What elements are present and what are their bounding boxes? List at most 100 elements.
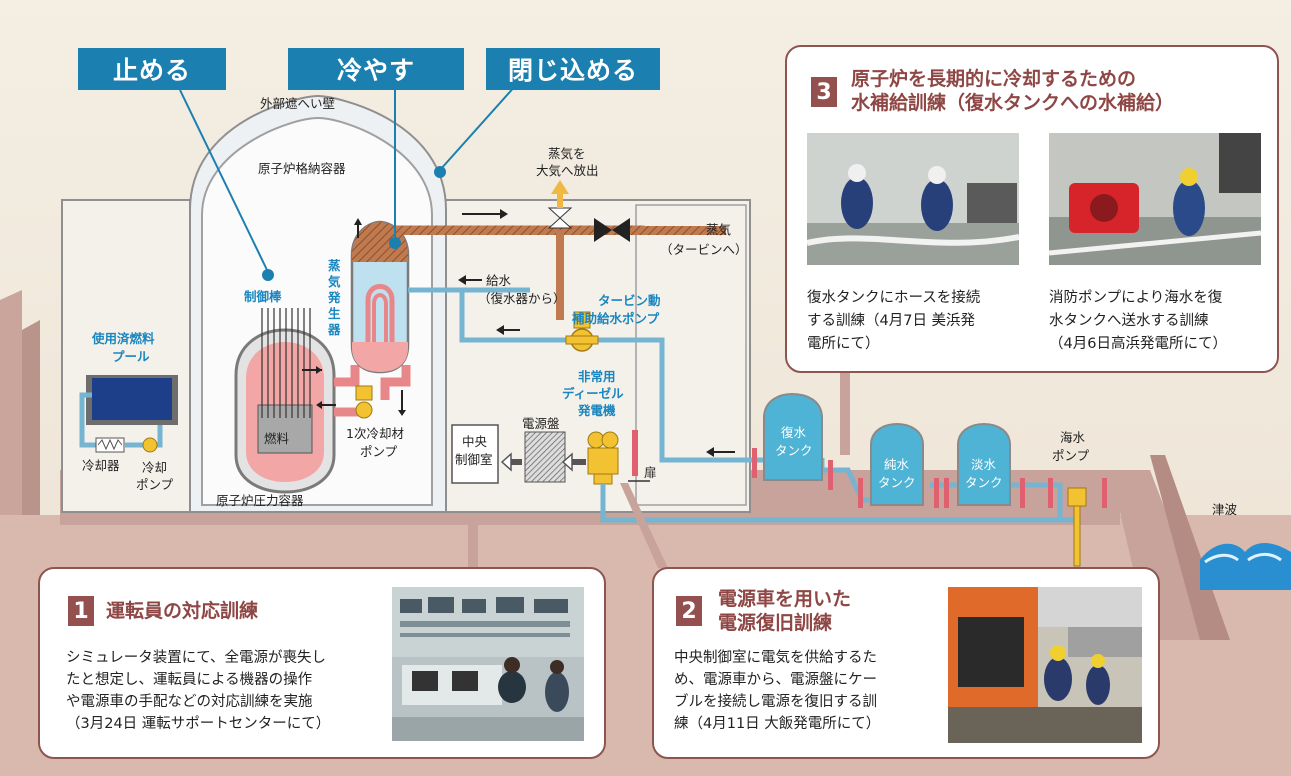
card3-caption-left-3: 電所にて） (807, 336, 880, 352)
label-sg-3: 発 (327, 290, 341, 305)
door-icon (632, 430, 638, 476)
card1-line-3: や電源車の手配などの対応訓練を実施 (66, 694, 313, 710)
condensate-supply-line (596, 337, 770, 463)
main-steam-line (366, 226, 726, 235)
label-sg-4: 生 (328, 306, 341, 321)
card1-line-4: （3月24日 運転サポートセンターにて） (66, 716, 331, 732)
label-primary-pump-2: ポンプ (360, 444, 398, 459)
label-power-panel: 電源盤 (522, 416, 560, 431)
primary-pump-icon (355, 401, 373, 419)
photo-fire-pump (1049, 133, 1261, 265)
label-steam-release-1: 蒸気を (548, 146, 586, 161)
sg-primary-plenum (352, 342, 408, 372)
flow-arrow-c-head (398, 410, 406, 416)
card-operator-training: 1 運転員の対応訓練 シミュレータ装置にて、全電源が喪失し たと想定し、運転員に… (38, 567, 606, 759)
label-pressure-vessel: 原子炉圧力容器 (216, 493, 304, 508)
card3-title-1: 原子炉を長期的に冷却するための (851, 68, 1137, 90)
seawater-intake (1073, 505, 1081, 567)
label-cooling-pump-2: ポンプ (136, 477, 174, 492)
central-control-room (451, 424, 499, 484)
fuel-assembly (257, 404, 313, 454)
label-primary-pump-1: 1次冷却材 (346, 426, 404, 441)
card2-title-2: 電源復旧訓練 (718, 612, 833, 634)
label-diesel-3: 発電機 (577, 403, 616, 418)
photo-control-room-simulator (392, 587, 584, 741)
card2-line-1: 中央制御室に電気を供給するた (674, 650, 877, 666)
connector-card2 (620, 483, 668, 568)
main-steam-valve-left (594, 218, 612, 242)
cooling-pump-icon (142, 437, 158, 453)
feedwater-line (408, 287, 570, 343)
pointer-stop-dot (262, 269, 274, 281)
label-turbine-aux-pump-1: タービン動 (598, 293, 661, 308)
seawater-pump-icon (1067, 487, 1087, 507)
pure-water-tank (870, 422, 924, 506)
card1-line-2: たと想定し、運転員による機器の操作 (66, 672, 313, 688)
condensate-arrow-head (706, 447, 714, 457)
card2-number: 2 (676, 596, 702, 626)
connector-card3 (840, 372, 850, 455)
label-seawater-pump-2: ポンプ (1052, 448, 1090, 463)
tank-barriers (752, 448, 1107, 508)
steam-flow-arrow-head (500, 209, 508, 219)
label-steam-turbine-1: 蒸気 (706, 222, 731, 237)
power-arrow-1 (561, 452, 573, 472)
card1-body: シミュレータ装置にて、全電源が喪失し たと想定し、運転員による機器の操作 や電源… (66, 647, 406, 735)
card3-title: 原子炉を長期的に冷却するための 水補給訓練（復水タンクへの水補給） (851, 67, 1174, 115)
label-sg-5: 器 (327, 322, 341, 337)
label-outer-shield-wall: 外部遮へい壁 (260, 96, 335, 111)
card2-line-3: ブルを接続し電源を復旧する訓 (674, 694, 877, 710)
card2-body: 中央制御室に電気を供給するた め、電源車から、電源盤にケー ブルを接続し電源を復… (674, 647, 954, 735)
card3-caption-right-3: （4月6日高浜発電所にて） (1049, 336, 1227, 352)
label-fuel: 燃料 (264, 431, 290, 446)
card3-caption-left-1: 復水タンクにホースを接続 (807, 290, 981, 306)
label-steam-release-2: 大気へ放出 (536, 163, 599, 178)
turbine-building-bay (635, 204, 747, 506)
power-panel (524, 431, 566, 483)
tag-stop: 止める (78, 48, 226, 90)
diesel-gen-right (601, 431, 619, 449)
primary-hot-leg (334, 365, 360, 387)
power-arrow-2 (500, 452, 512, 472)
label-condensate-tank-2: タンク (775, 443, 813, 458)
label-spent-fuel-pool-1: 使用済燃料 (91, 331, 155, 346)
primary-pump-motor (355, 385, 373, 401)
control-rods (261, 308, 311, 418)
label-containment-vessel: 原子炉格納容器 (258, 161, 346, 176)
connector-card1 (468, 518, 478, 568)
label-diesel-2: ディーゼル (562, 386, 624, 401)
card1-title: 運転員の対応訓練 (106, 600, 259, 622)
pointer-contain (439, 84, 517, 171)
label-spent-fuel-pool-2: プール (112, 349, 150, 364)
wave-crest-1 (1204, 553, 1239, 564)
card2-line-2: め、電源車から、電源盤にケー (674, 672, 877, 688)
photo-power-supply-truck (948, 587, 1142, 743)
label-fresh-tank-2: タンク (965, 475, 1003, 490)
feedwater-arrow-head (458, 275, 466, 285)
card1-number: 1 (68, 596, 94, 626)
card2-title-1: 電源車を用いた (718, 588, 852, 610)
card3-caption-right-1: 消防ポンプにより海水を復 (1049, 290, 1223, 306)
card3-number: 3 (811, 77, 837, 107)
label-central-control-2: 制御室 (455, 452, 493, 467)
left-cliff (0, 290, 22, 560)
card-power-restore-training: 2 電源車を用いた 電源復旧訓練 中央制御室に電気を供給するた め、電源車から、… (652, 567, 1160, 759)
sg-u-tube-inner (372, 293, 388, 342)
pointer-cool-dot (389, 237, 401, 249)
aux-pump-body (565, 335, 599, 345)
label-tsunami: 津波 (1212, 502, 1238, 517)
left-cliff-shade (22, 320, 40, 520)
card3-caption-left-2: する訓練（4月7日 美浜発 (807, 313, 976, 329)
steam-release-arrow-head (551, 180, 569, 194)
steam-up-arrow-head (354, 218, 362, 225)
flow-arrow-a-head (316, 366, 322, 374)
label-pure-tank-2: タンク (878, 475, 916, 490)
label-turbine-aux-pump-2: 補助給水ポンプ (571, 311, 660, 326)
card3-caption-right: 消防ポンプにより海水を復 水タンクへ送水する訓練 （4月6日高浜発電所にて） (1049, 287, 1273, 356)
tag-contain: 閉じ込める (486, 48, 660, 90)
steam-branch-line (556, 230, 564, 320)
label-pure-tank-1: 純水 (884, 457, 910, 472)
main-steam-valve-right (612, 218, 630, 242)
diesel-generator-icon (587, 447, 619, 475)
